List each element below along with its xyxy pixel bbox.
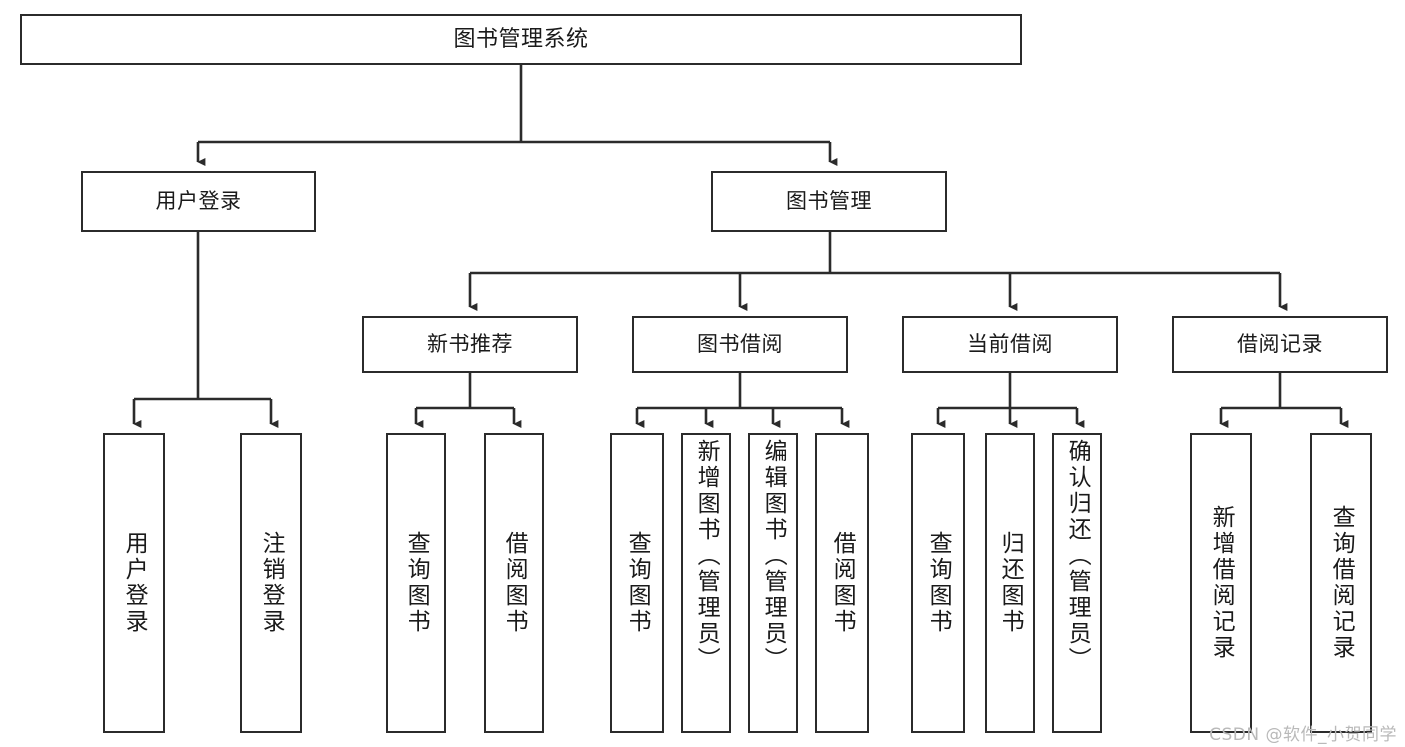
node-label: 查询图书 [925,531,952,635]
edges-root-to-level2 [196,65,838,166]
node-label: 借阅图书 [829,531,856,635]
node-leaf-query-borrow-record[interactable]: 查询借阅记录 [1310,433,1372,733]
node-label: 新增借阅记录 [1208,505,1235,661]
node-leaf-add-borrow-record[interactable]: 新增借阅记录 [1190,433,1252,733]
node-book-borrow[interactable]: 图书借阅 [632,316,848,373]
node-leaf-edit-book-admin[interactable]: 编辑图书（管理员） [748,433,798,733]
node-leaf-borrow-book-1[interactable]: 借阅图书 [484,433,544,733]
edges-newbook-to-leaves [414,373,522,428]
node-label: 注销登录 [258,531,285,635]
node-label: 图书借阅 [697,332,783,357]
node-label: 图书管理 [786,189,872,214]
edges-borrowrecord-to-leaves [1219,373,1349,428]
node-leaf-logout[interactable]: 注销登录 [240,433,302,733]
node-leaf-return-book[interactable]: 归还图书 [985,433,1035,733]
node-label: 查询借阅记录 [1328,505,1355,661]
node-label: 用户登录 [155,189,242,214]
node-label: 用户登录 [121,531,148,635]
node-label: 当前借阅 [967,332,1053,357]
node-current-borrow[interactable]: 当前借阅 [902,316,1118,373]
node-label: 归还图书 [997,531,1024,635]
edges-bookborrow-to-leaves [635,373,850,428]
node-leaf-query-book-2[interactable]: 查询图书 [610,433,664,733]
node-new-book-recommend[interactable]: 新书推荐 [362,316,578,373]
node-user-login[interactable]: 用户登录 [81,171,316,232]
node-leaf-add-book-admin[interactable]: 新增图书（管理员） [681,433,731,733]
node-leaf-query-book-1[interactable]: 查询图书 [386,433,446,733]
node-label: 编辑图书（管理员） [760,439,787,673]
node-label: 查询图书 [624,531,651,635]
node-leaf-query-book-3[interactable]: 查询图书 [911,433,965,733]
node-leaf-borrow-book-2[interactable]: 借阅图书 [815,433,869,733]
edges-currentborrow-to-leaves [936,373,1085,428]
node-label: 借阅图书 [501,531,528,635]
csdn-watermark: CSDN @软件_小贺同学 [1209,725,1397,745]
node-root-system[interactable]: 图书管理系统 [20,14,1022,65]
edges-bookmanage-to-level3 [468,232,1288,311]
node-label: 图书管理系统 [453,26,589,52]
node-label: 新书推荐 [427,332,513,357]
node-label: 确认归还（管理员） [1064,439,1091,673]
node-book-manage[interactable]: 图书管理 [711,171,947,232]
node-label: 借阅记录 [1237,332,1323,357]
node-label: 查询图书 [403,531,430,635]
node-leaf-confirm-return[interactable]: 确认归还（管理员） [1052,433,1102,733]
node-leaf-user-login[interactable]: 用户登录 [103,433,165,733]
edges-userlogin-to-leaves [132,232,279,428]
node-label: 新增图书（管理员） [693,439,720,673]
node-borrow-record[interactable]: 借阅记录 [1172,316,1388,373]
